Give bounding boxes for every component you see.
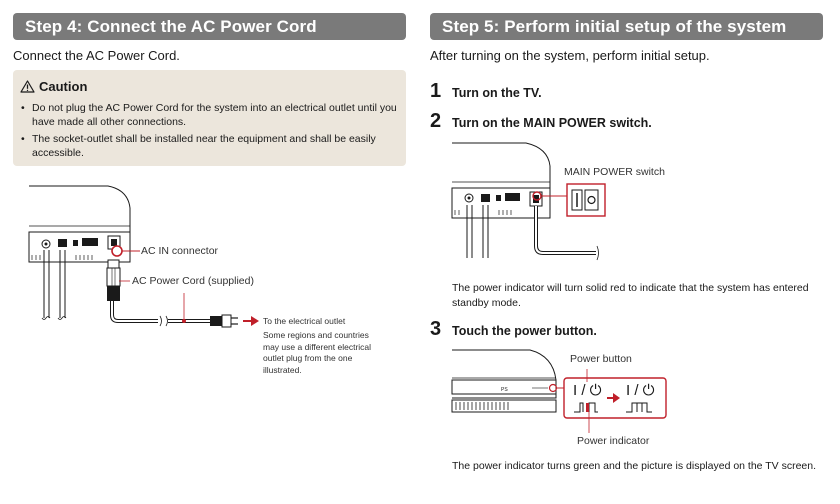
- caution-box: Caution Do not plug the AC Power Cord fo…: [13, 70, 406, 166]
- step-label: Turn on the MAIN POWER switch.: [452, 116, 652, 130]
- caution-list: Do not plug the AC Power Cord for the sy…: [21, 102, 401, 164]
- step-label: Touch the power button.: [452, 324, 597, 338]
- main-power-switch-label: MAIN POWER switch: [564, 166, 665, 178]
- svg-text:PS: PS: [501, 387, 508, 393]
- step-number: 1: [430, 80, 442, 102]
- caution-heading: Caution: [20, 79, 87, 94]
- standby-text: The power indicator will turn solid red …: [452, 282, 809, 309]
- step4-intro: Connect the AC Power Cord.: [13, 48, 180, 63]
- power-button-label: Power button: [570, 353, 632, 365]
- caution-item: The socket-outlet shall be installed nea…: [21, 133, 401, 160]
- step-number: 3: [430, 318, 442, 340]
- ac-in-connector-label: AC IN connector: [141, 245, 219, 257]
- step5-intro: After turning on the system, perform ini…: [430, 48, 710, 63]
- step-number: 2: [430, 110, 442, 132]
- caution-item: Do not plug the AC Power Cord for the sy…: [21, 102, 401, 129]
- console-rear-illustration: [28, 185, 259, 328]
- step5-title: Step 5: Perform initial setup of the sys…: [430, 13, 823, 63]
- power-symbol-after: I / ⏻: [626, 382, 655, 399]
- power-indicator-label: Power indicator: [577, 435, 650, 447]
- power-symbol-before: I / ⏻: [573, 382, 602, 399]
- ac-power-cord-label: AC Power Cord (supplied): [132, 275, 254, 287]
- step4-title: Step 4: Connect the AC Power Cord: [13, 13, 406, 40]
- warning-icon: [20, 80, 35, 93]
- outlet-note: Some regions and countries may use a dif…: [263, 330, 372, 375]
- step-label: Turn on the TV.: [452, 86, 542, 100]
- caution-title: Caution: [39, 79, 88, 94]
- final-text: The power indicator turns green and the …: [452, 460, 817, 472]
- outlet-label: To the electrical outlet: [263, 316, 346, 326]
